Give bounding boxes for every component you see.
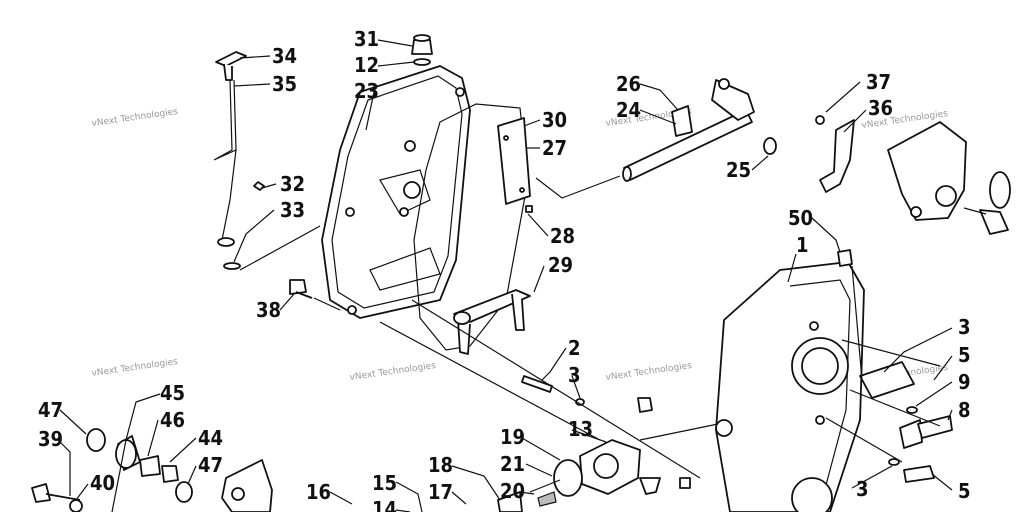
bearing-housing: [497, 439, 691, 512]
callout-20: 20: [500, 479, 525, 503]
dipstick: [213, 51, 265, 270]
reverse-assembly: [815, 115, 1011, 235]
access-plate: [497, 117, 533, 213]
watermark: vNext Technologies: [349, 361, 437, 383]
callout-9: 9: [958, 370, 971, 394]
callout-45: 45: [160, 381, 185, 405]
lower-bracket: [221, 459, 273, 512]
callout-38: 38: [256, 298, 281, 322]
callout-23: 23: [354, 79, 379, 103]
top-bolt: [411, 34, 433, 66]
lower-bracket-hole: [231, 487, 245, 501]
callout-33: 33: [280, 198, 305, 222]
callout-13: 13: [568, 417, 593, 441]
callout-14: 14: [372, 497, 397, 512]
callout-28: 28: [550, 224, 575, 248]
bolt-38: [289, 279, 313, 299]
callout-3c: 3: [568, 363, 581, 387]
idler-assembly: [31, 428, 193, 512]
callout-30: 30: [542, 108, 567, 132]
callout-5b: 5: [958, 479, 971, 503]
callout-15: 15: [372, 471, 397, 495]
callout-27: 27: [542, 136, 567, 160]
callout-40: 40: [90, 471, 115, 495]
callout-1: 1: [796, 233, 809, 257]
chain-case-housing: [715, 249, 865, 512]
bolt-small: [637, 397, 653, 413]
callout-16: 16: [306, 480, 331, 504]
callout-39: 39: [38, 427, 63, 451]
shift-shaft: [622, 78, 777, 182]
callout-34: 34: [272, 44, 297, 68]
callout-25: 25: [726, 158, 751, 182]
callout-50: 50: [788, 206, 813, 230]
gasket: [413, 103, 529, 351]
callout-2: 2: [568, 336, 581, 360]
callout-26: 26: [616, 72, 641, 96]
callout-44: 44: [198, 426, 223, 450]
callout-24: 24: [616, 98, 641, 122]
callout-17: 17: [428, 480, 453, 504]
callout-31: 31: [354, 27, 379, 51]
callout-47a: 47: [38, 398, 63, 422]
bolt-2: [521, 375, 585, 406]
callout-37: 37: [866, 70, 891, 94]
chain-case-cover: [321, 65, 471, 319]
callout-47b: 47: [198, 453, 223, 477]
callout-19: 19: [500, 425, 525, 449]
callout-32: 32: [280, 172, 305, 196]
callout-5a: 5: [958, 343, 971, 367]
callout-18: 18: [428, 453, 453, 477]
callout-29: 29: [548, 253, 573, 277]
callout-21: 21: [500, 452, 525, 476]
callout-36: 36: [868, 96, 893, 120]
callout-labels: 34 35 32 33 31 12 23 30 27 28 29 38 26 2…: [38, 27, 971, 512]
callout-3a: 3: [958, 315, 971, 339]
watermark: vNext Technologies: [605, 361, 693, 383]
callout-3b: 3: [856, 477, 869, 501]
callout-12: 12: [354, 53, 379, 77]
callout-leaders: [57, 39, 953, 512]
callout-35: 35: [272, 72, 297, 96]
tensioner: [859, 361, 953, 483]
callout-46: 46: [160, 408, 185, 432]
bracket: [453, 289, 531, 355]
callout-8: 8: [958, 398, 971, 422]
explosion-lines: [239, 175, 987, 479]
watermark: vNext Technologies: [91, 107, 179, 129]
watermark: vNext Technologies: [91, 357, 179, 379]
